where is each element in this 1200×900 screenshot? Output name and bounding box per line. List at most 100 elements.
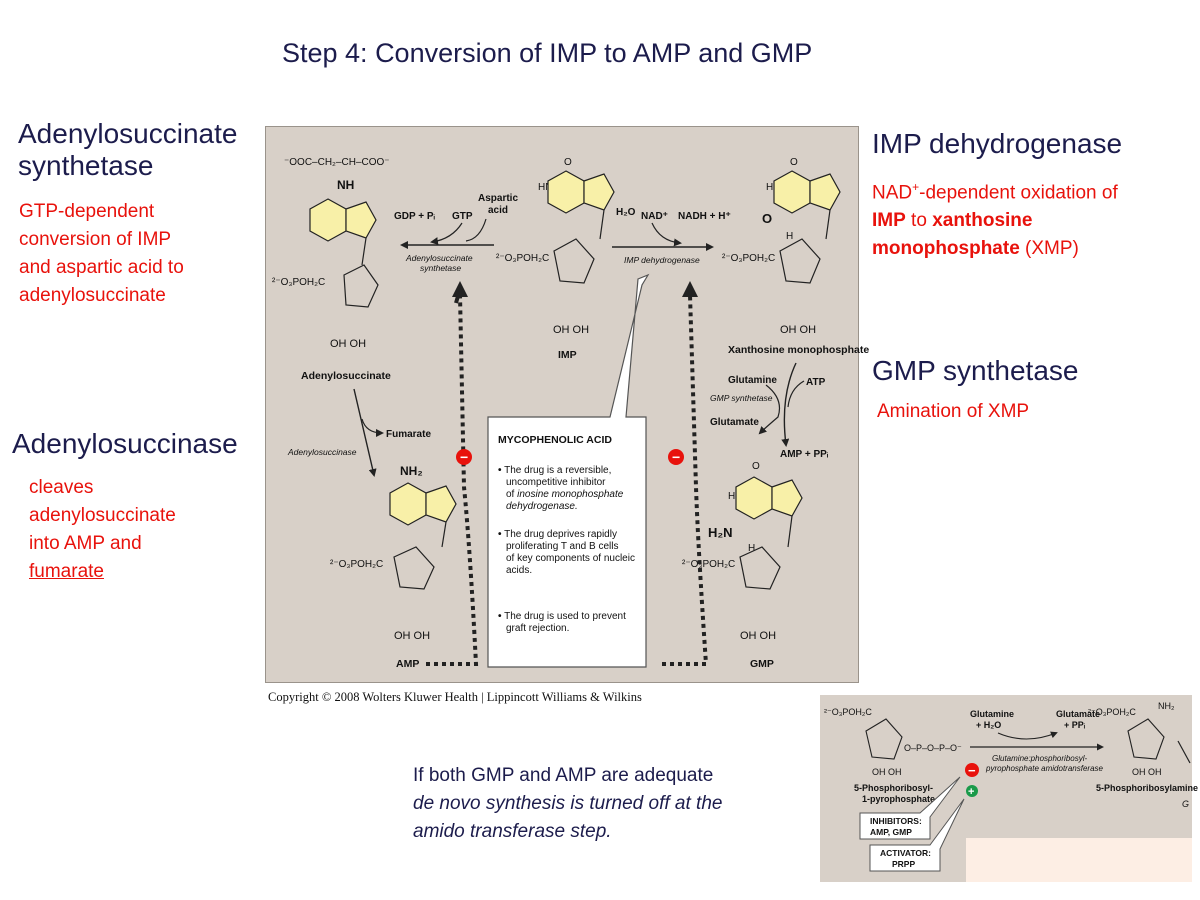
inset-ribose-ring-2: [1127, 718, 1165, 760]
inset-phosphate-label-2: ²⁻O₃POH₂C: [1088, 707, 1136, 717]
activator-label-1: ACTIVATOR:: [880, 848, 931, 858]
drug-b1-l3a: of: [506, 489, 517, 500]
drug-title: MYCOPHENOLIC ACID: [498, 434, 612, 446]
drug-b3-l2: graft rejection.: [506, 623, 569, 634]
inset-inhibitors-box: INHIBITORS: AMP, GMP: [859, 776, 961, 840]
inset-enzyme-line1: Glutamine:phosphoribosyl-: [992, 754, 1087, 763]
note-line: amido transferase step.: [413, 821, 612, 842]
oh-label-gmp: OH OH: [740, 630, 776, 642]
h2o-label: H₂O: [616, 207, 636, 218]
glutamine-label: Glutamine: [728, 375, 777, 386]
gmp-label: GMP: [750, 658, 774, 670]
description-line: adenylosuccinate: [29, 505, 176, 526]
inset-ribose-ring-1: [865, 718, 903, 760]
inset-oh-label-2: OH OH: [1132, 767, 1162, 777]
adenylosuccinate-synthetase-heading: Adenylosuccinate synthetase: [18, 118, 237, 182]
inset-activation-symbol: +: [966, 785, 978, 798]
text-monophosphate: monophosphate: [872, 238, 1020, 260]
text-nad: NAD: [872, 182, 913, 204]
amp-label: AMP: [396, 658, 419, 670]
pathway-figure: ⁻OOC–CH₂–CH–COO⁻ NH ²⁻O₃POH₂C OH OH Aden…: [265, 126, 869, 683]
slide-title: Step 4: Conversion of IMP to AMP and GMP: [282, 38, 813, 68]
imp-dehydrogenase-description: NAD+-dependent oxidation of IMP to xanth…: [872, 173, 1118, 263]
inhibition-symbol-left: −: [456, 449, 472, 465]
adenylosuccinate-synthetase-description: GTP-dependent conversion of IMP and aspa…: [19, 198, 184, 310]
gmp-synthetase-enzyme-label: GMP synthetase: [710, 393, 773, 403]
oh-label-amp: OH OH: [394, 630, 430, 642]
prpp-name-line2: 1-pyrophosphate: [862, 794, 935, 804]
enzyme-synthetase-label-2: synthetase: [420, 263, 461, 273]
text-nad-charge: +: [912, 180, 920, 194]
phosphate-label-gmp: ²⁻O₃POH₂C: [682, 559, 735, 570]
note-line: If both GMP and AMP are adequate: [413, 765, 714, 786]
copyright-notice: Copyright © 2008 Wolters Kluwer Health |…: [268, 690, 642, 704]
glutamate-label: Glutamate: [710, 417, 759, 428]
mycophenolic-acid-callout: MYCOPHENOLIC ACID • The drug is a revers…: [487, 273, 650, 668]
hypoxanthine-ring: [547, 170, 615, 214]
text-xanthosine: xanthosine: [932, 210, 1033, 232]
hn-label-imp: HN: [538, 182, 552, 193]
o-label-gmp: O: [752, 461, 760, 472]
hn-label-xmp: HN: [766, 182, 780, 193]
description-line: adenylosuccinate: [19, 285, 166, 306]
inset-minus: −: [968, 763, 976, 778]
xanthosine-mp-label: Xanthosine monophosphate: [728, 344, 869, 356]
note-line: de novo synthesis is turned off at the: [413, 793, 723, 814]
description-line: and aspartic acid to: [19, 257, 184, 278]
text-imp: IMP: [872, 210, 906, 232]
enzyme-dehydrogenase-label: IMP dehydrogenase: [624, 255, 700, 265]
description-line: GTP-dependent: [19, 201, 155, 222]
feedback-line-gmp: [662, 294, 709, 666]
h2n-label-gmp: H₂N: [708, 525, 733, 540]
ribose-ring-amp: [393, 546, 435, 590]
feedback-note: If both GMP and AMP are adequate de novo…: [413, 762, 722, 846]
inset-h2o-label: + H₂O: [976, 720, 1001, 730]
svg-text:• The drug is a reversible,: • The drug is a reversible,: [498, 465, 611, 476]
inset-glutamate-label: Glutamate: [1056, 709, 1100, 719]
drug-b2-l3: of key components of nucleic: [506, 553, 635, 564]
oh-label-xmp: OH OH: [780, 324, 816, 336]
ribose-ring-xmp: [779, 238, 821, 284]
adenylosuccinase-heading: Adenylosuccinase: [12, 428, 238, 459]
inhibitors-label-1: INHIBITORS:: [870, 816, 922, 826]
xanthine-ring: [773, 170, 841, 214]
hn-label-gmp: HN: [728, 491, 742, 502]
phosphate-label-1: ²⁻O₃POH₂C: [272, 277, 325, 288]
phosphate-label-imp: ²⁻O₃POH₂C: [496, 253, 549, 264]
description-line-fumarate: fumarate: [29, 561, 104, 582]
o-label-xmp-top: O: [790, 157, 798, 168]
guanine-ring: [735, 476, 803, 520]
svg-text:• The drug is used to prevent: • The drug is used to prevent: [498, 611, 626, 622]
h-label-gmp: H: [748, 543, 755, 554]
drug-b1-l3b: inosine monophosphate: [517, 489, 624, 500]
inhibitors-label-2: AMP, GMP: [870, 827, 912, 837]
gdp-pi-label: GDP + Pᵢ: [394, 211, 436, 222]
heading-line: Adenylosuccinate: [18, 118, 238, 149]
adenylosuccinate-label: Adenylosuccinate: [301, 370, 391, 382]
svg-text:• The drug deprives rapidly: • The drug deprives rapidly: [498, 529, 617, 540]
inset-nh2-label: NH₂: [1158, 701, 1175, 711]
nh-label: NH: [337, 178, 354, 192]
h-label-xmp: H: [786, 231, 793, 242]
enzyme-synthetase-label-1: Adenylosuccinate: [405, 253, 473, 263]
imp-label: IMP: [558, 349, 577, 361]
description-line: cleaves: [29, 477, 94, 498]
text-to: to: [905, 210, 933, 232]
inset-plus: +: [968, 786, 974, 798]
succinyl-group-label: ⁻OOC–CH₂–CH–COO⁻: [284, 157, 390, 168]
inhibit-minus: −: [460, 449, 468, 465]
ribose-ring-gmp: [739, 546, 781, 590]
amidotransferase-diagram: ²⁻O₃POH₂C O–P–O–P–O⁻ OH OH 5-Phosphoribo…: [824, 701, 1198, 872]
heading-line: synthetase: [18, 150, 154, 181]
inset-g-fragment: G: [1182, 799, 1189, 809]
drug-b2-l2: proliferating T and B cells: [506, 541, 618, 552]
aspartic-label: Aspartic: [478, 193, 518, 204]
inset-product-label: 5-Phosphoribosylamine: [1096, 783, 1198, 793]
pathway-diagram: ⁻OOC–CH₂–CH–COO⁻ NH ²⁻O₃POH₂C OH OH Aden…: [272, 157, 869, 670]
inset-inhibition-symbol: −: [965, 763, 979, 778]
amp-ppi-label: AMP + PPᵢ: [780, 449, 829, 460]
fumarate-label: Fumarate: [386, 429, 431, 440]
drug-b2-l4: acids.: [506, 565, 532, 576]
description-line: into AMP and: [29, 533, 142, 554]
text-xmp: (XMP): [1019, 238, 1079, 260]
